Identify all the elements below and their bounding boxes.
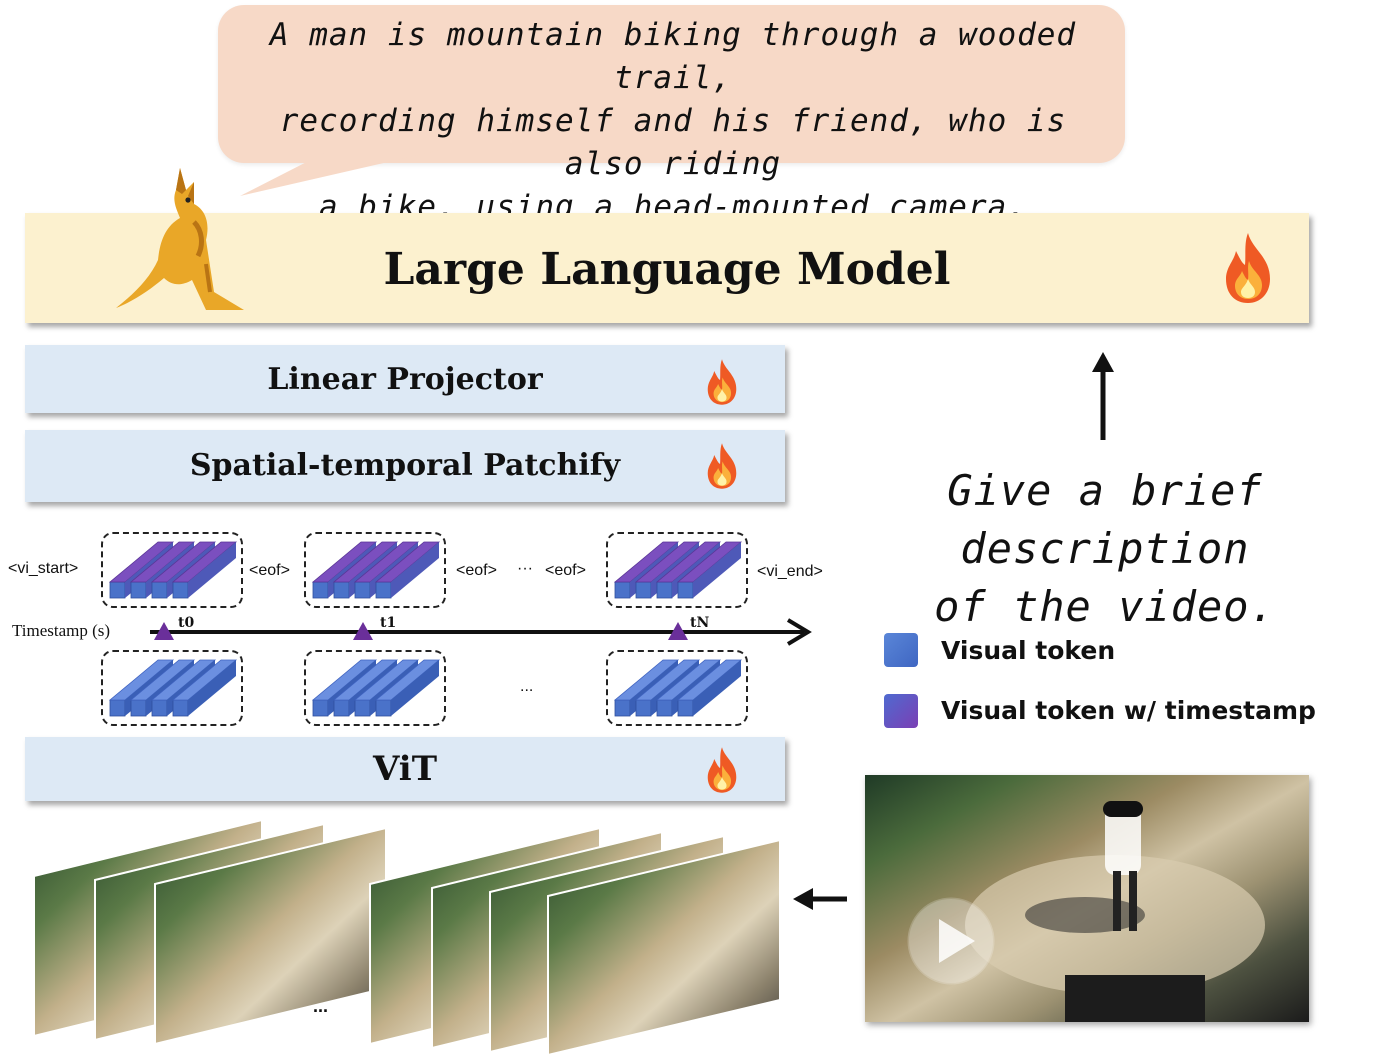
token-slab-front bbox=[109, 699, 126, 717]
token-slab-side bbox=[188, 542, 236, 598]
token-slab-front bbox=[333, 581, 350, 599]
eof-token: <eof> bbox=[456, 562, 497, 579]
token-slab-front bbox=[677, 699, 694, 717]
frames-ellipsis: ... bbox=[313, 996, 329, 1016]
prompt-line: of the video. bbox=[934, 582, 1276, 631]
timestamped-token-group bbox=[304, 532, 446, 608]
token-slab-front bbox=[109, 581, 126, 599]
llm-title: Large Language Model bbox=[383, 244, 951, 295]
fire-icon bbox=[707, 747, 737, 793]
token-slab-front bbox=[635, 699, 652, 717]
up-arrow-icon bbox=[1092, 352, 1114, 440]
token-slab-front bbox=[354, 581, 371, 599]
eof-token: <eof> bbox=[249, 562, 290, 579]
vit-title: ViT bbox=[373, 749, 437, 789]
frame-group-left bbox=[33, 818, 387, 1046]
token-slab-front bbox=[130, 699, 147, 717]
caption-line: recording himself and his friend, who is… bbox=[279, 103, 1067, 182]
linear-projector-title: Linear Projector bbox=[267, 362, 543, 397]
token-slab-front bbox=[375, 699, 392, 717]
token-slab-front bbox=[635, 581, 652, 599]
legend-swatch-visual-token bbox=[884, 633, 918, 667]
caption-line: A man is mountain biking through a woode… bbox=[269, 17, 1077, 96]
token-slab-front bbox=[354, 699, 371, 717]
token-slab-side bbox=[391, 542, 439, 598]
token-slab-front bbox=[172, 581, 189, 599]
patchify-bar: Spatial-temporal Patchify bbox=[25, 430, 785, 502]
token-slab-front bbox=[677, 581, 694, 599]
kangaroo-logo-icon bbox=[116, 168, 244, 310]
play-icon[interactable] bbox=[905, 895, 997, 987]
timestamped-token-group bbox=[101, 532, 243, 608]
vit-bar: ViT bbox=[25, 737, 785, 801]
prompt-text: Give a brief description of the video. bbox=[820, 462, 1375, 636]
caption-text: A man is mountain biking through a woode… bbox=[238, 14, 1108, 229]
left-arrow-icon bbox=[793, 888, 847, 910]
timestamp-label-t0: t0 bbox=[178, 615, 195, 631]
llm-bar: Large Language Model bbox=[25, 213, 1309, 323]
prompt-line: Give a brief description bbox=[947, 466, 1263, 573]
token-slab-side bbox=[188, 660, 236, 716]
token-slab-front bbox=[333, 699, 350, 717]
legend-label-timestamp-token: Visual token w/ timestamp bbox=[941, 696, 1316, 725]
visual-token-group bbox=[101, 650, 243, 726]
legend-swatch-timestamp-token bbox=[884, 694, 918, 728]
token-ellipsis: ··· bbox=[517, 560, 533, 577]
token-slab-front bbox=[656, 581, 673, 599]
fire-icon bbox=[707, 359, 737, 405]
token-slab-front bbox=[151, 581, 168, 599]
token-slab-front bbox=[375, 581, 392, 599]
eof-token: <eof> bbox=[545, 562, 586, 579]
legend-label-visual-token: Visual token bbox=[941, 636, 1116, 665]
token-slab-front bbox=[172, 699, 189, 717]
token-slab-front bbox=[312, 581, 329, 599]
token-slab-front bbox=[312, 699, 329, 717]
timeline-arrow bbox=[150, 618, 812, 646]
token-slab-side bbox=[693, 660, 741, 716]
frame-group-right bbox=[369, 826, 781, 1055]
timestamp-marker bbox=[353, 622, 373, 640]
vi-end-token: <vi_end> bbox=[757, 563, 823, 580]
timestamp-label-t1: t1 bbox=[380, 615, 397, 631]
visual-token-group bbox=[606, 650, 748, 726]
token-slab-front bbox=[151, 699, 168, 717]
timestamp-marker bbox=[154, 622, 174, 640]
speech-bubble bbox=[218, 5, 1125, 163]
timestamp-marker bbox=[668, 622, 688, 640]
fire-icon bbox=[707, 443, 737, 489]
patchify-title: Spatial-temporal Patchify bbox=[189, 448, 621, 483]
visual-token-group bbox=[304, 650, 446, 726]
token-slab-front bbox=[614, 581, 631, 599]
vi-start-token: <vi_start> bbox=[8, 560, 79, 577]
token-slab-front bbox=[130, 581, 147, 599]
timestamped-token-group bbox=[606, 532, 748, 608]
token-ellipsis-lower: ... bbox=[520, 678, 534, 695]
token-slab-side bbox=[391, 660, 439, 716]
fire-icon bbox=[1226, 233, 1270, 303]
linear-projector-bar: Linear Projector bbox=[25, 345, 785, 413]
video-frames bbox=[33, 818, 781, 1055]
token-stacks bbox=[108, 541, 743, 717]
timestamp-label-tn: tN bbox=[690, 615, 710, 631]
token-slab-front bbox=[656, 699, 673, 717]
token-slab-front bbox=[614, 699, 631, 717]
video-thumbnail[interactable] bbox=[865, 775, 1309, 1022]
video-scene bbox=[965, 801, 1265, 1022]
token-slab-side bbox=[693, 542, 741, 598]
timestamp-axis-label: Timestamp (s) bbox=[12, 621, 111, 640]
